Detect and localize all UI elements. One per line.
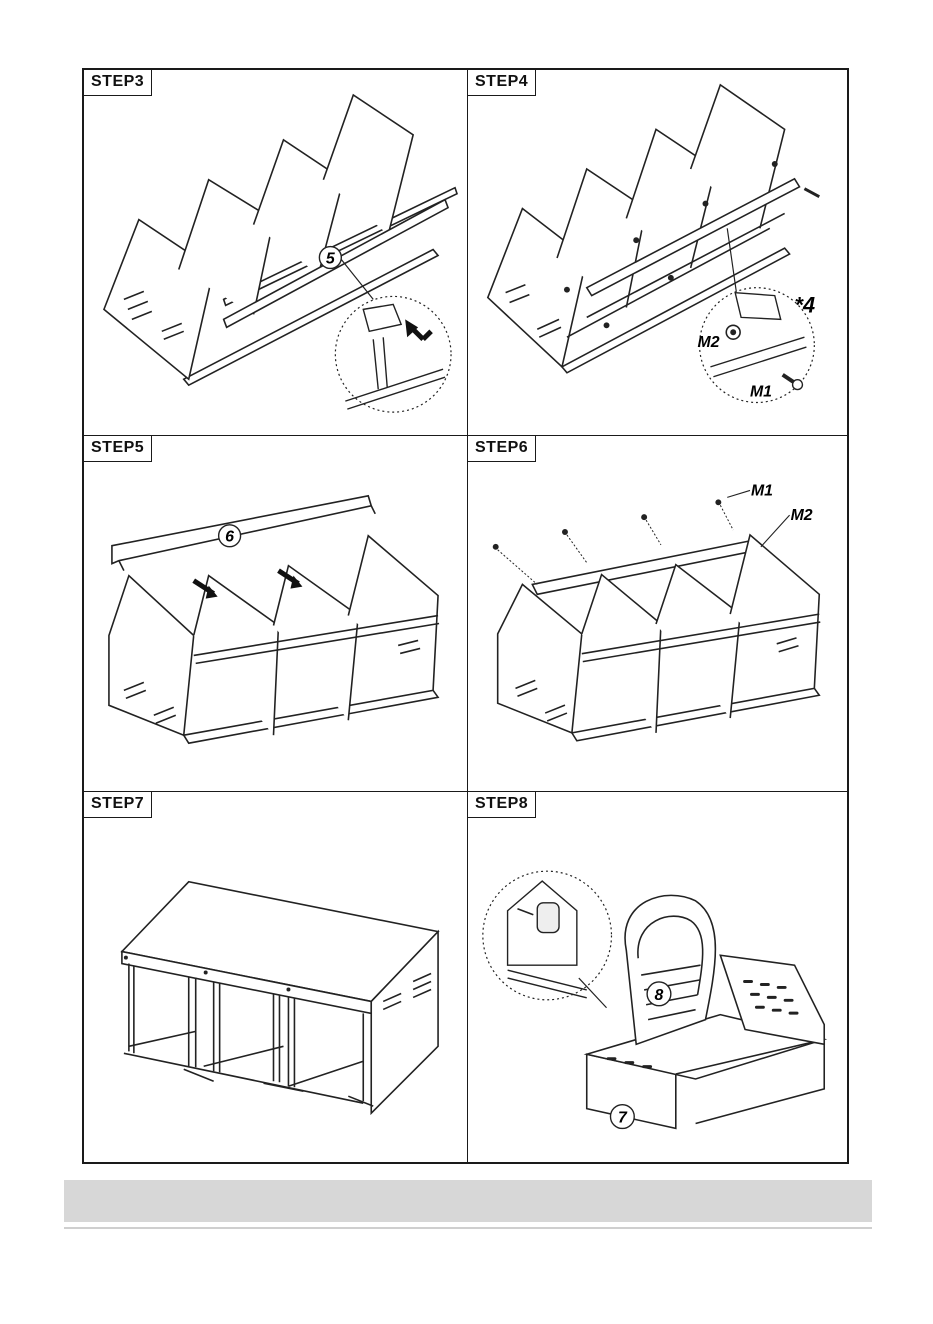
assembly-sheet: STEP3	[82, 68, 849, 1164]
step-7-label: STEP7	[84, 792, 152, 818]
step-5-illustration: 6	[84, 436, 467, 791]
step-6-panel: STEP6	[468, 436, 847, 792]
step-5-label: STEP5	[84, 436, 152, 462]
callout-star-4: *4	[795, 292, 816, 317]
callout-m1-step-6: M1	[751, 482, 773, 499]
step-8-label: STEP8	[468, 792, 536, 818]
svg-text:8: 8	[655, 987, 664, 1004]
callout-8: 8	[647, 982, 671, 1006]
callout-6: 6	[219, 525, 241, 547]
step-grid: STEP3	[84, 70, 847, 1162]
step-3-illustration: 5	[84, 70, 467, 435]
step-5-panel: STEP5	[84, 436, 468, 792]
callout-m2-step-6: M2	[791, 507, 813, 524]
step-3-label: STEP3	[84, 70, 152, 96]
step-3-panel: STEP3	[84, 70, 468, 436]
step-8-illustration: 8 7	[468, 792, 847, 1162]
step-4-panel: STEP4	[468, 70, 847, 436]
step-8-panel: STEP8	[468, 792, 847, 1162]
footer-bar	[64, 1180, 872, 1222]
step-4-illustration: *4 M2 M1	[468, 70, 847, 432]
callout-7: 7	[610, 1105, 634, 1129]
svg-text:6: 6	[225, 529, 234, 546]
step-6-illustration: M1 M2	[468, 436, 847, 788]
step-4-label: STEP4	[468, 70, 536, 96]
callout-m2: M2	[698, 334, 720, 351]
detail-circle-step-8	[483, 871, 612, 1000]
step-7-panel: STEP7	[84, 792, 468, 1162]
footer-divider	[64, 1227, 872, 1229]
step-6-label: STEP6	[468, 436, 536, 462]
detail-circle-step-3	[335, 296, 451, 412]
callout-m1: M1	[750, 384, 772, 401]
step-7-illustration	[84, 792, 467, 1162]
svg-text:7: 7	[618, 1110, 628, 1127]
svg-text:5: 5	[326, 250, 336, 267]
